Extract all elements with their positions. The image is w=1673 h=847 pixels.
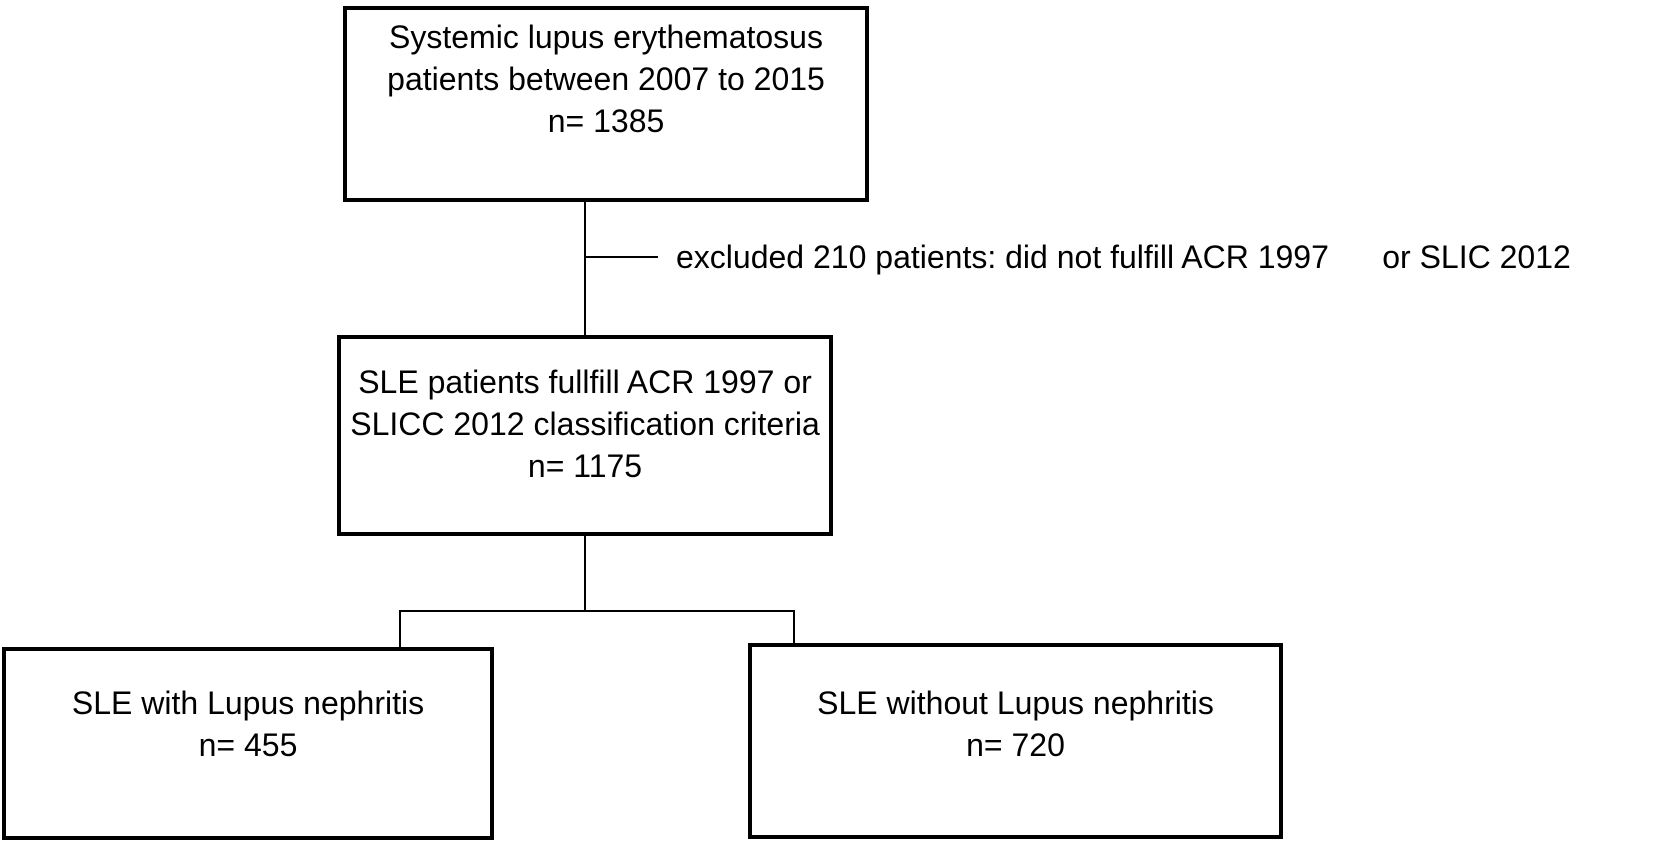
box-text-line: patients between 2007 to 2015 [387, 61, 825, 97]
box-with-lupus-nephritis: SLE with Lupus nephritis n= 455 [2, 647, 494, 840]
box-text-line: SLE without Lupus nephritis [817, 685, 1214, 721]
box-text-line: SLICC 2012 classification criteria [350, 406, 820, 442]
box-total-patients: Systemic lupus erythematosus patients be… [343, 6, 869, 202]
connector-drop-left [399, 610, 401, 649]
connector-middle-vertical [584, 536, 586, 612]
connector-split-horizontal [399, 610, 795, 612]
box-without-lupus-nephritis: SLE without Lupus nephritis n= 720 [748, 643, 1283, 839]
box-text-line: SLE patients fullfill ACR 1997 or [358, 364, 812, 400]
box-text-line: SLE with Lupus nephritis [71, 685, 425, 721]
box-count: n= 720 [966, 727, 1065, 763]
box-count: n= 1175 [527, 448, 643, 484]
box-count: n= 455 [198, 727, 298, 763]
box-count: n= 1385 [547, 103, 665, 139]
connector-drop-right [793, 610, 795, 645]
connector-exclusion-tick [586, 256, 658, 258]
connector-top-vertical [584, 202, 586, 335]
box-fulfill-criteria: SLE patients fullfill ACR 1997 or SLICC … [337, 335, 833, 536]
exclusion-note: excluded 210 patients: did not fulfill A… [676, 239, 1571, 275]
box-text-line: Systemic lupus erythematosus [389, 19, 823, 55]
